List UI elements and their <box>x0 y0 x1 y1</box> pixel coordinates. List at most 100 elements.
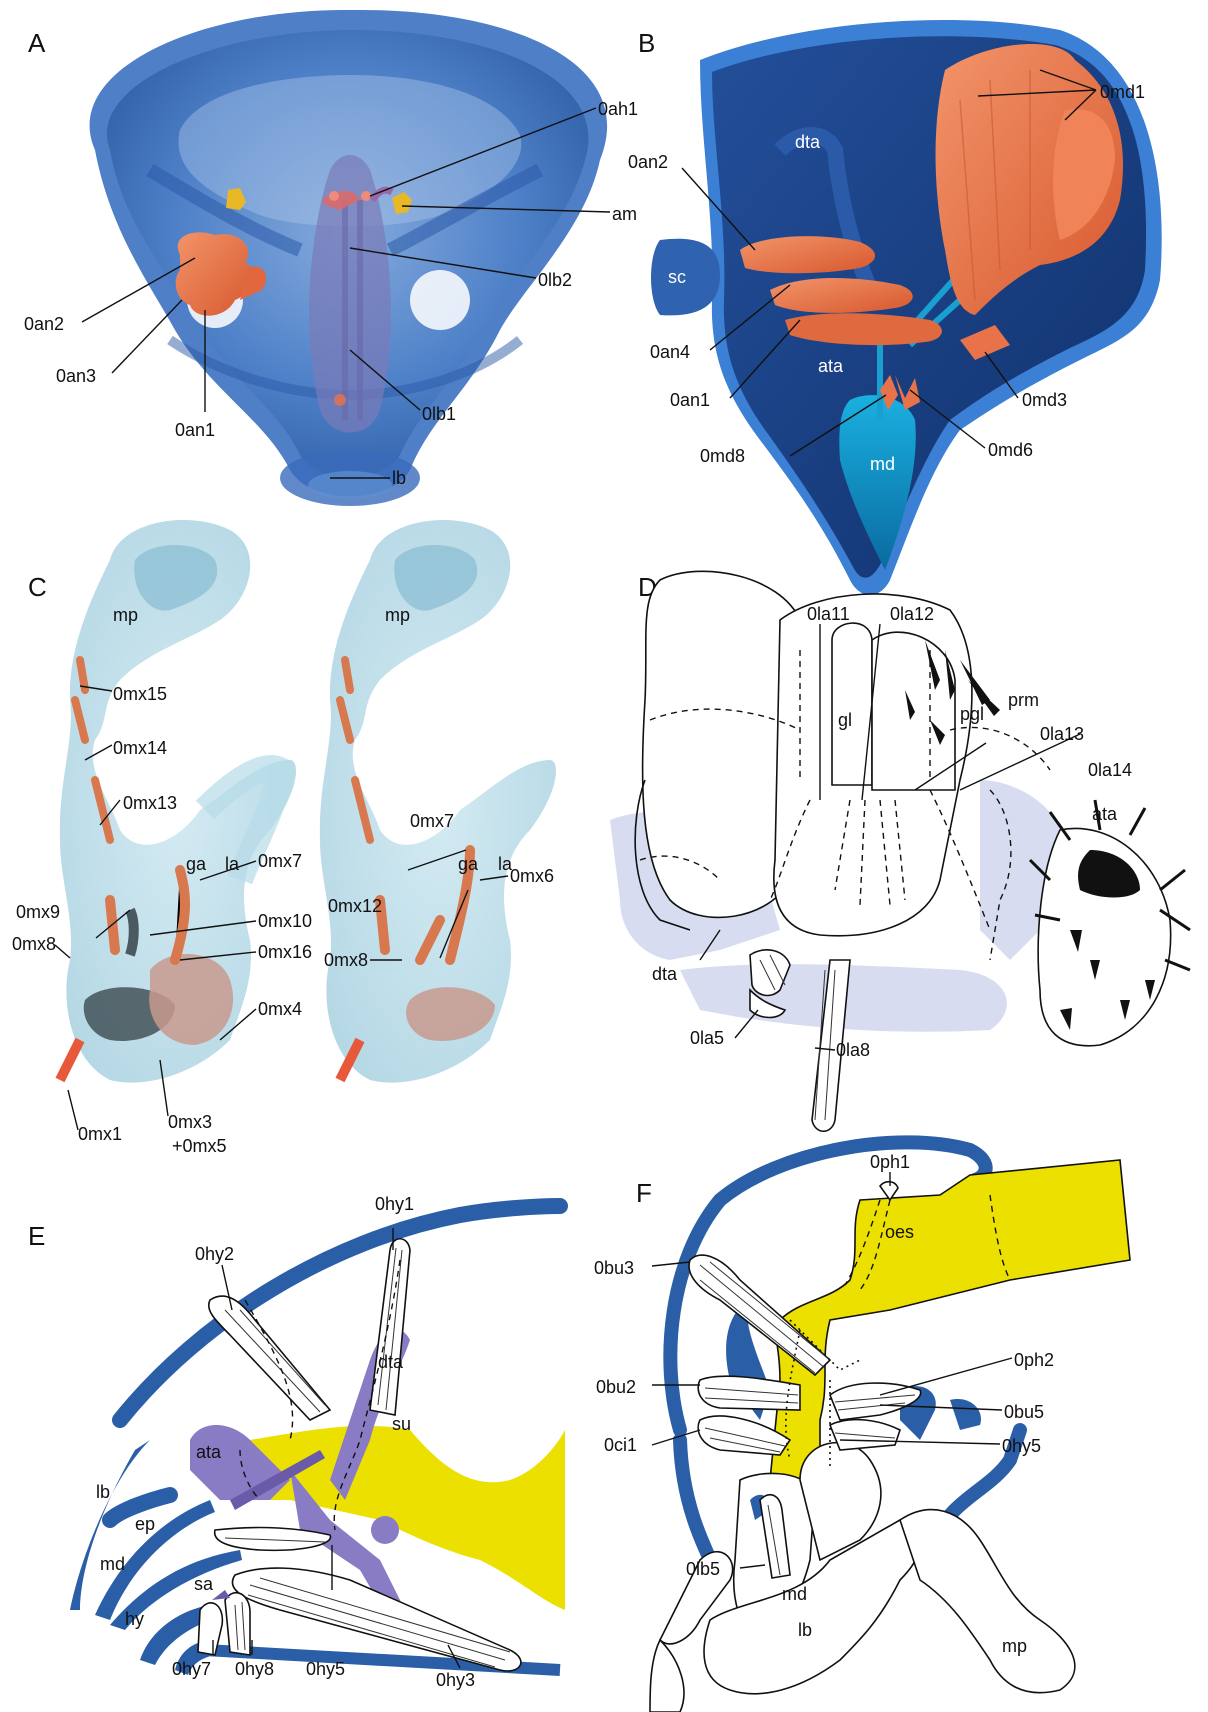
panel-letter-f: F <box>636 1178 652 1208</box>
label-0an1-a: 0an1 <box>175 420 215 440</box>
muscle-0hy5-f <box>830 1420 900 1450</box>
label-mp-c-right: mp <box>385 605 410 625</box>
label-lb-a: lb <box>392 468 406 488</box>
label-pgl: pgl <box>960 704 984 724</box>
label-0mx8-left: 0mx8 <box>12 934 56 954</box>
label-dta-e: dta <box>378 1352 404 1372</box>
label-hy: hy <box>125 1609 144 1629</box>
label-0la5: 0la5 <box>690 1028 724 1048</box>
label-0mx3: 0mx3 <box>168 1112 212 1132</box>
muscle-0an2-b <box>740 236 875 273</box>
label-lb-f: lb <box>798 1620 812 1640</box>
label-0mx16: 0mx16 <box>258 942 312 962</box>
label-0hy1: 0hy1 <box>375 1194 414 1214</box>
label-prm: prm <box>1008 690 1039 710</box>
pharynx-f <box>770 1160 1130 1484</box>
label-0md8: 0md8 <box>700 446 745 466</box>
label-0mx10: 0mx10 <box>258 911 312 931</box>
label-0la14: 0la14 <box>1088 760 1132 780</box>
label-0mx13: 0mx13 <box>123 793 177 813</box>
panel-d: D <box>610 571 1190 1131</box>
label-0hy5: 0hy5 <box>306 1659 345 1679</box>
label-su: su <box>392 1414 411 1434</box>
panel-letter-a: A <box>28 28 46 58</box>
label-0la8: 0la8 <box>836 1040 870 1060</box>
label-0bu2: 0bu2 <box>596 1377 636 1397</box>
label-0mx8-right: 0mx8 <box>324 950 368 970</box>
label-0ph1: 0ph1 <box>870 1152 910 1172</box>
label-sa: sa <box>194 1574 214 1594</box>
label-0mx5: +0mx5 <box>172 1136 227 1156</box>
label-0an2-b: 0an2 <box>628 152 668 172</box>
label-0mx6: 0mx6 <box>510 866 554 886</box>
label-0lb2: 0lb2 <box>538 270 572 290</box>
label-0md3: 0md3 <box>1022 390 1067 410</box>
label-md-f: md <box>782 1584 807 1604</box>
label-ga-c-right: ga <box>458 854 479 874</box>
panel-letter-e: E <box>28 1221 45 1251</box>
label-0hy8: 0hy8 <box>235 1659 274 1679</box>
muscle-0hy5 <box>215 1528 331 1551</box>
label-md-b: md <box>870 454 895 474</box>
muscle-0hy2 <box>209 1296 330 1420</box>
label-mp-c-left: mp <box>113 605 138 625</box>
cuticle-dorsal-e <box>120 1206 560 1420</box>
label-ata-d: ata <box>1092 804 1118 824</box>
label-la-c-left: la <box>225 854 240 874</box>
label-0md1: 0md1 <box>1100 82 1145 102</box>
label-0md6: 0md6 <box>988 440 1033 460</box>
label-gl: gl <box>838 710 852 730</box>
label-mp-f: mp <box>1002 1636 1027 1656</box>
label-0mx14: 0mx14 <box>113 738 167 758</box>
label-0hy7: 0hy7 <box>172 1659 211 1679</box>
muscle-0hy8 <box>225 1593 250 1655</box>
panel-b: B 0md1 dta 0an2 sc 0an4 ata 0an1 <box>628 20 1162 595</box>
label-ga-c-left: ga <box>186 854 207 874</box>
label-0ph2: 0ph2 <box>1014 1350 1054 1370</box>
label-0la11: 0la11 <box>807 604 850 624</box>
label-am: am <box>612 204 637 224</box>
label-ep: ep <box>135 1514 155 1534</box>
label-0bu3: 0bu3 <box>594 1258 634 1278</box>
label-0lb1: 0lb1 <box>422 404 456 424</box>
label-0an1-b: 0an1 <box>670 390 710 410</box>
label-0hy3: 0hy3 <box>436 1670 475 1690</box>
panel-a: A <box>24 10 638 506</box>
label-0la12: 0la12 <box>890 604 934 624</box>
label-0mx1: 0mx1 <box>78 1124 122 1144</box>
label-0mx12: 0mx12 <box>328 896 382 916</box>
label-0an3: 0an3 <box>56 366 96 386</box>
panel-letter-b: B <box>638 28 655 58</box>
label-0mx7-left: 0mx7 <box>258 851 302 871</box>
label-0lb5: 0lb5 <box>686 1559 720 1579</box>
label-lb-e: lb <box>96 1482 110 1502</box>
label-0hy2: 0hy2 <box>195 1244 234 1264</box>
label-md-e: md <box>100 1554 125 1574</box>
label-0mx15: 0mx15 <box>113 684 167 704</box>
label-0mx7-right: 0mx7 <box>410 811 454 831</box>
label-0ah1: 0ah1 <box>598 99 638 119</box>
muscle-0hy1 <box>370 1239 410 1415</box>
label-ata-b: ata <box>818 356 844 376</box>
label-0mx4: 0mx4 <box>258 999 302 1019</box>
label-0mx9: 0mx9 <box>16 902 60 922</box>
label-0an2-a: 0an2 <box>24 314 64 334</box>
label-0hy5-f: 0hy5 <box>1002 1436 1041 1456</box>
label-0bu5: 0bu5 <box>1004 1402 1044 1422</box>
panel-letter-c: C <box>28 572 47 602</box>
label-0la13: 0la13 <box>1040 724 1084 744</box>
label-dta-d: dta <box>652 964 678 984</box>
label-0an4: 0an4 <box>650 342 690 362</box>
maxillary-palp-f <box>900 1510 1075 1693</box>
panel-e: E <box>28 1194 565 1690</box>
panel-f: F <box>594 1142 1130 1712</box>
label-oes: oes <box>885 1222 914 1242</box>
label-sc: sc <box>668 267 686 287</box>
head-capsule-a <box>90 10 608 506</box>
label-ata-e: ata <box>196 1442 222 1462</box>
label-dta-b: dta <box>795 132 821 152</box>
label-0ci1: 0ci1 <box>604 1435 637 1455</box>
panel-c: C <box>12 520 556 1156</box>
